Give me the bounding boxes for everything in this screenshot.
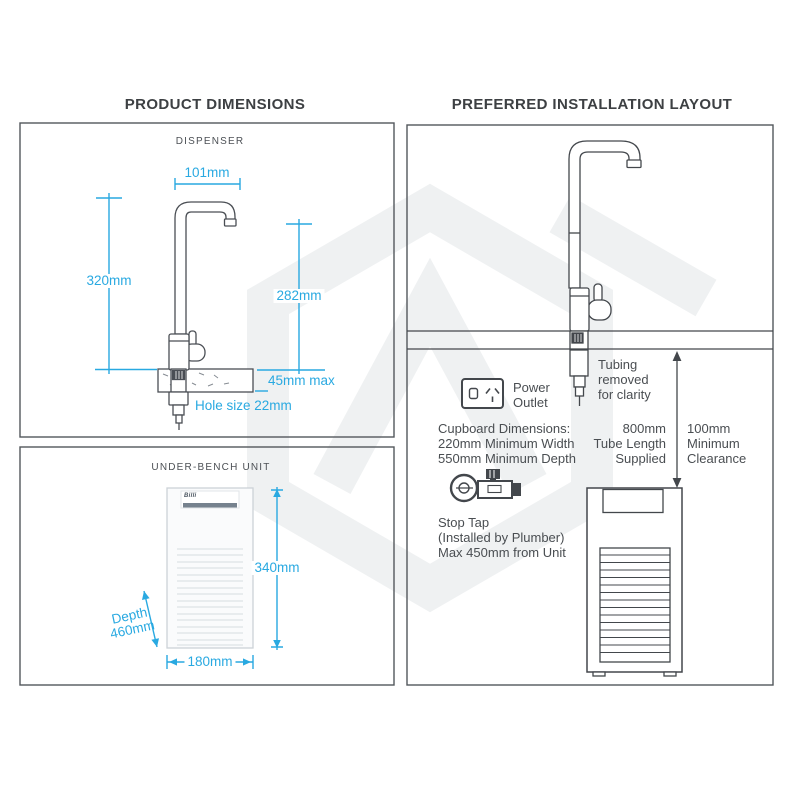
install-unit-recess: [602, 488, 664, 514]
power-outlet-line2: Outlet: [513, 395, 548, 410]
arrowhead-left-icon: [169, 658, 177, 666]
underbench-unit-drawing: [166, 487, 254, 649]
dispenser-panel-frame: [19, 122, 395, 438]
install-lever-stem: [593, 283, 603, 303]
install-unit-grille-slats: [600, 554, 670, 654]
install-benchtop-lines: [407, 330, 773, 350]
dispenser-body: [168, 333, 190, 371]
dispenser-caption: DISPENSER: [175, 136, 245, 147]
tube-line2: Tube Length: [593, 436, 666, 451]
install-unit-grille: [599, 547, 671, 663]
dispenser-thread: [172, 404, 185, 416]
power-outlet-line1: Power: [513, 380, 550, 395]
left-section-title: PRODUCT DIMENSIONS: [124, 96, 306, 113]
clearance-arrowhead-up-icon: [672, 351, 682, 361]
cupboard-line3: 550mm Minimum Depth: [438, 451, 576, 466]
underbench-vents: [177, 548, 243, 646]
clearance-arrowhead-down-icon: [672, 478, 682, 488]
install-fitting-block: [569, 349, 589, 377]
stop-tap-line3: Max 450mm from Unit: [438, 545, 566, 560]
install-lever: [587, 299, 612, 321]
clearance-line2: Minimum: [687, 436, 740, 451]
clearance-note: 100mm Minimum Clearance: [687, 421, 746, 466]
cupboard-note: Cupboard Dimensions: 220mm Minimum Width…: [438, 421, 576, 466]
dim-320mm-label: 320mm: [83, 274, 135, 288]
install-mount-ridges: [574, 334, 582, 342]
underbench-caption: UNDER-BENCH UNIT: [151, 462, 271, 473]
power-outlet-icon: [461, 378, 504, 409]
install-mount-block: [571, 332, 584, 344]
dispenser-nut: [168, 391, 189, 406]
dim-depth-line: [143, 590, 158, 648]
install-body: [569, 287, 590, 332]
tubing-note: Tubing removed for clarity: [598, 357, 651, 402]
install-fitting-nut: [574, 386, 585, 397]
arrowhead-right-icon: [243, 658, 251, 666]
dim-340mm-label: 340mm: [251, 561, 303, 575]
installation-drawing: [407, 140, 773, 677]
install-unit-foot-right: [663, 671, 677, 677]
brand-logo: Billi: [184, 493, 197, 499]
dim-101mm-label: 101mm: [184, 165, 230, 180]
tubing-line2: removed: [598, 372, 649, 387]
stop-tap-note: Stop Tap (Installed by Plumber) Max 450m…: [438, 515, 566, 560]
stop-tap-icon: [449, 469, 521, 503]
arrowhead-up-icon: [273, 489, 281, 497]
arrowhead-down-icon: [273, 640, 281, 648]
right-section-title: PREFERRED INSTALLATION LAYOUT: [451, 96, 733, 113]
stop-tap-line1: Stop Tap: [438, 515, 490, 530]
install-nozzle: [626, 159, 642, 169]
underbench-panel-frame: [19, 446, 395, 686]
arrowhead-upleft-icon: [142, 591, 150, 600]
watermark-chevron-icon: [313, 257, 547, 494]
mount-ridges: [175, 371, 183, 379]
dispenser-tap-drawing: [157, 201, 254, 430]
dispenser-connector: [175, 414, 183, 424]
tube-line1: 800mm: [622, 421, 666, 436]
hole-size-label: Hole size 22mm: [195, 398, 292, 413]
dim-180mm-label: 180mm: [184, 655, 236, 669]
tubing-line1: Tubing: [598, 357, 638, 372]
arrowhead-downright-icon: [151, 638, 159, 647]
install-fitting-mid: [573, 375, 586, 388]
dim-45mm-label: 45mm max: [268, 373, 335, 388]
cupboard-line1: Cupboard Dimensions:: [438, 421, 571, 436]
cupboard-line2: 220mm Minimum Width: [438, 436, 575, 451]
stop-tap-line2: (Installed by Plumber): [438, 530, 565, 545]
dispenser-nozzle: [223, 218, 237, 227]
dim-282mm-label: 282mm: [273, 289, 325, 303]
tube-length-note: 800mm Tube Length Supplied: [593, 421, 666, 466]
power-outlet-label: Power Outlet: [513, 380, 550, 410]
tubing-line3: for clarity: [598, 387, 651, 402]
tube-line3: Supplied: [615, 451, 666, 466]
dispenser-mount-block: [171, 369, 186, 381]
clearance-line3: Clearance: [687, 451, 747, 466]
underbench-label-bar: [183, 503, 237, 508]
clearance-line1: 100mm: [687, 421, 731, 436]
dim-101mm-line: [174, 178, 241, 190]
install-unit-foot-left: [592, 671, 606, 677]
installation-panel-frame: [406, 124, 774, 686]
watermark-swoosh-icon: [549, 195, 717, 317]
